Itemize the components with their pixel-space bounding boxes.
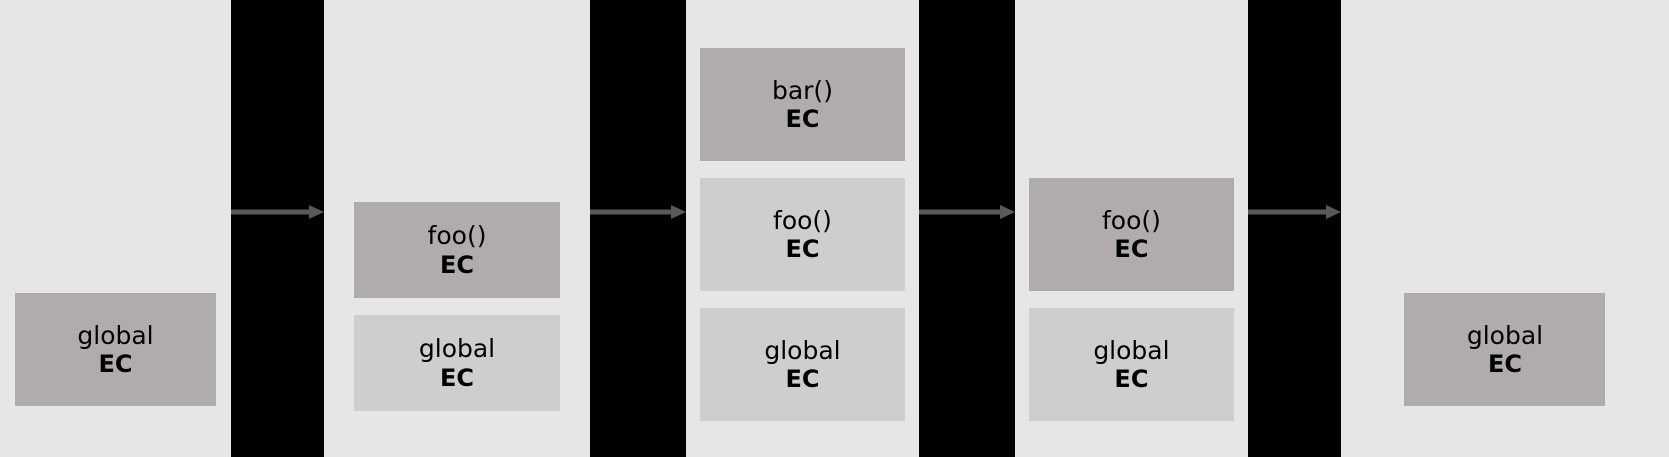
stack-step-4: foo() EC global EC [1014,0,1248,457]
stack-frame-global: global EC [15,293,216,406]
stack-frame-global: global EC [699,308,905,421]
frame-kind: EC [785,365,820,394]
frame-name: global [764,335,841,365]
stack-step-2: foo() EC global EC [324,0,590,457]
frame-name: bar() [771,75,833,105]
stack-frame-global: global EC [354,315,560,411]
stack-frame-bar: bar() EC [699,48,905,161]
arrow-right-icon [1247,205,1341,219]
frame-name: foo() [427,221,487,251]
arrow-right-icon [231,205,325,219]
arrow-right-icon [589,205,686,219]
stack-frame-foo: foo() EC [1028,178,1234,291]
stack-step-3: bar() EC foo() EC global EC [685,0,919,457]
frame-name: global [418,334,496,364]
step-separator-1 [231,0,325,457]
frame-kind: EC [785,235,820,264]
step-separator-2 [589,0,686,457]
frame-kind: EC [1487,350,1522,379]
stack-frame-global: global EC [1404,293,1606,406]
frame-name: foo() [773,205,832,235]
frame-kind: EC [1114,235,1149,264]
stack-step-1: global EC [0,0,232,457]
frame-name: global [1466,320,1544,350]
frame-kind: EC [439,250,474,279]
frame-name: global [77,320,154,350]
frame-name: foo() [1101,205,1161,235]
stack-step-5: global EC [1340,0,1669,457]
step-separator-4 [1247,0,1341,457]
frame-kind: EC [439,363,474,392]
arrow-right-icon [918,205,1015,219]
frame-kind: EC [785,105,820,134]
frame-name: global [1093,335,1170,365]
step-separator-3 [918,0,1015,457]
frame-kind: EC [98,350,133,379]
frame-kind: EC [1114,365,1149,394]
stack-frame-foo: foo() EC [354,202,560,298]
stack-frame-global: global EC [1028,308,1234,421]
stack-frame-foo: foo() EC [699,178,905,291]
